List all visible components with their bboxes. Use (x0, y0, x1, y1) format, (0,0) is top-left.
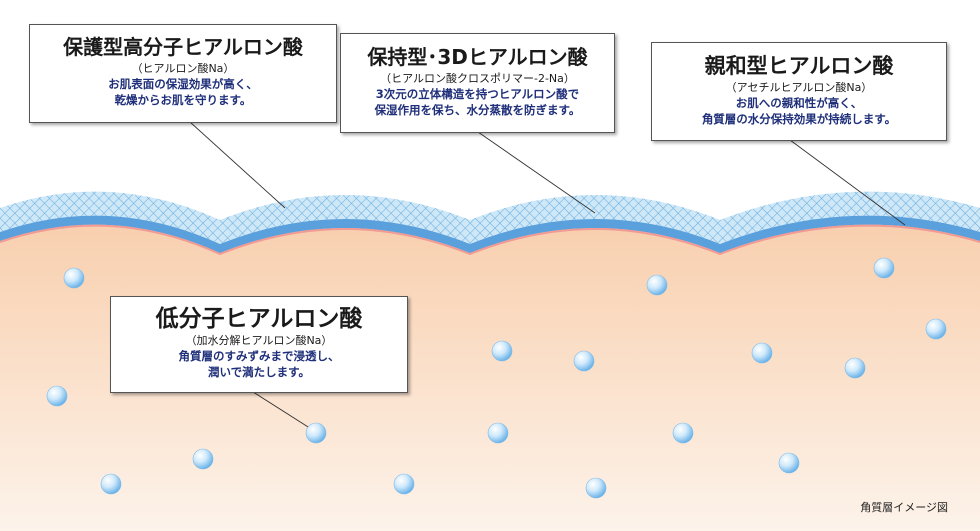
callout-description-line: 3次元の立体構造を持つヒアルロン酸で (375, 87, 580, 101)
callout-title: 保持型･3Dヒアルロン酸 (367, 45, 588, 69)
callout-title: 保護型高分子ヒアルロン酸 (63, 35, 303, 59)
callout-description-line: 角質層のすみずみまで浸透し、 (178, 349, 340, 363)
callout-subtitle: （ヒアルロン酸Na） (131, 62, 235, 75)
molecule-bubble (100, 473, 122, 495)
molecule-bubble (305, 422, 327, 444)
callout-description-line: お肌への親和性が高く、 (735, 96, 863, 110)
callout-description-line: お肌表面の保湿効果が高く、 (108, 77, 258, 91)
callout-subtitle: （ヒアルロン酸クロスポリマー-2-Na） (380, 72, 575, 85)
mesh-layer (0, 191, 980, 244)
molecule-bubble (646, 274, 668, 296)
skin-boundary-line (0, 224, 980, 256)
molecule-bubble (873, 257, 895, 279)
molecule-bubble (46, 385, 68, 407)
molecule-bubble (63, 267, 85, 289)
callout-title: 低分子ヒアルロン酸 (155, 306, 363, 332)
callout-description-line: 潤いで満たします。 (207, 365, 310, 379)
molecule-bubble (751, 342, 773, 364)
leader-line (189, 121, 286, 209)
molecule-bubble (192, 448, 214, 470)
figure-caption: 角質層イメージ図 (860, 501, 948, 514)
leader-line (789, 139, 906, 226)
callout-description-line: 乾燥からお肌を守ります。 (114, 93, 252, 107)
molecule-bubble (393, 473, 415, 495)
callout-description-line: 角質層の水分保持効果が持続します。 (701, 112, 897, 126)
callout-description-line: 保湿作用を保ち、水分蒸散を防ぎます。 (374, 103, 581, 117)
molecule-bubble (672, 422, 694, 444)
molecule-bubble (778, 452, 800, 474)
molecule-bubble (844, 357, 866, 379)
leader-line (249, 389, 317, 433)
callout-subtitle: （加水分解ヒアルロン酸Na） (185, 334, 333, 347)
callout-protective-high-molecular: 保護型高分子ヒアルロン酸 （ヒアルロン酸Na） お肌表面の保湿効果が高く、 乾燥… (29, 24, 337, 123)
molecule-bubble (573, 350, 595, 372)
callout-title: 親和型ヒアルロン酸 (704, 54, 894, 78)
callout-affinity: 親和型ヒアルロン酸 （アセチルヒアルロン酸Na） お肌への親和性が高く、 角質層… (651, 42, 947, 141)
leader-line (477, 131, 596, 214)
molecule-bubble (585, 477, 607, 499)
callout-retentive-3d: 保持型･3Dヒアルロン酸 （ヒアルロン酸クロスポリマー-2-Na） 3次元の立体… (340, 33, 615, 133)
molecule-bubble (491, 340, 513, 362)
molecule-bubble (487, 422, 509, 444)
molecule-bubble (925, 318, 947, 340)
surface-band (0, 215, 980, 253)
callout-subtitle: （アセチルヒアルロン酸Na） (725, 81, 873, 94)
callout-low-molecular: 低分子ヒアルロン酸 （加水分解ヒアルロン酸Na） 角質層のすみずみまで浸透し、 … (110, 296, 408, 393)
